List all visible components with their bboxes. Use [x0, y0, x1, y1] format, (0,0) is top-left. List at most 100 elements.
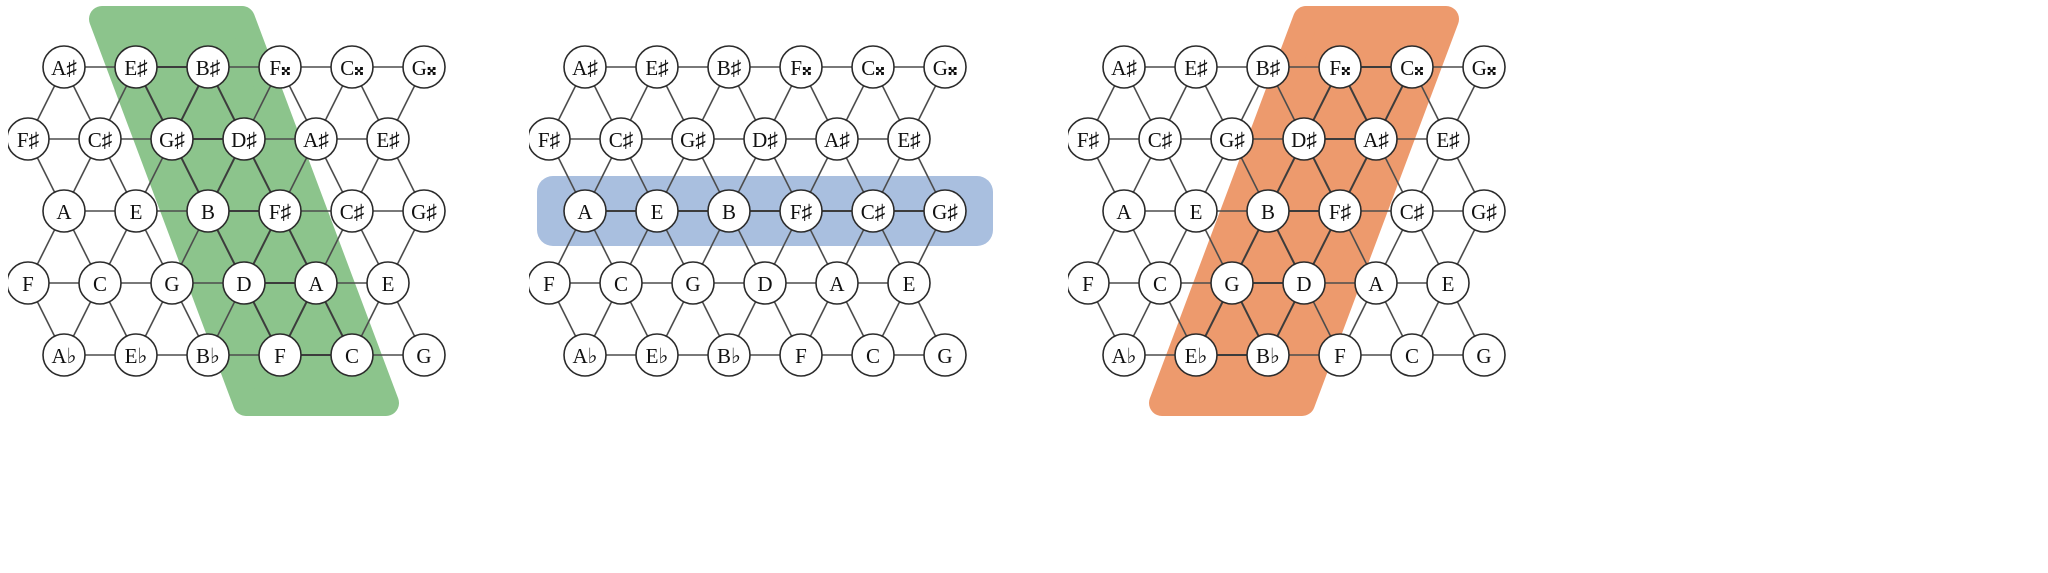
note-node[interactable]: E — [114, 189, 158, 233]
note-node[interactable]: E — [1426, 261, 1470, 305]
note-node[interactable]: D — [222, 261, 266, 305]
note-node[interactable]: B♯ — [707, 45, 751, 89]
lattice-edge — [1384, 157, 1404, 193]
note-node[interactable]: D — [1282, 261, 1326, 305]
note-node[interactable]: E♭ — [635, 333, 679, 377]
note-node[interactable]: G♯ — [150, 117, 194, 161]
note-node[interactable]: A — [563, 189, 607, 233]
note-node[interactable]: G♯ — [1462, 189, 1506, 233]
note-node[interactable]: C♯ — [78, 117, 122, 161]
note-node[interactable]: E♯ — [114, 45, 158, 89]
lattice-edge — [1312, 301, 1332, 337]
note-label: G𝄪 — [1472, 56, 1497, 80]
note-node[interactable]: C♯ — [330, 189, 374, 233]
note-node[interactable]: A — [294, 261, 338, 305]
note-node[interactable]: F𝄪 — [779, 45, 823, 89]
note-node[interactable]: A♭ — [42, 333, 86, 377]
note-node[interactable]: A♭ — [1102, 333, 1146, 377]
note-node[interactable]: C — [78, 261, 122, 305]
note-node[interactable]: E — [887, 261, 931, 305]
note-node[interactable]: G♯ — [402, 189, 446, 233]
note-node[interactable]: C — [599, 261, 643, 305]
note-node[interactable]: G — [671, 261, 715, 305]
note-node[interactable]: A — [815, 261, 859, 305]
note-node[interactable]: C♯ — [599, 117, 643, 161]
note-node[interactable]: E♯ — [1426, 117, 1470, 161]
note-node[interactable]: F — [1068, 261, 1110, 305]
note-node[interactable]: F𝄪 — [258, 45, 302, 89]
note-node[interactable]: A — [42, 189, 86, 233]
note-node[interactable]: C𝄪 — [1390, 45, 1434, 89]
note-node[interactable]: A — [1354, 261, 1398, 305]
note-node[interactable]: G — [923, 333, 967, 377]
note-node[interactable]: C♯ — [851, 189, 895, 233]
note-node[interactable]: G𝄪 — [923, 45, 967, 89]
note-node[interactable]: B — [707, 189, 751, 233]
lattice-edge — [1240, 229, 1260, 265]
note-node[interactable]: D — [743, 261, 787, 305]
note-node[interactable]: A♯ — [294, 117, 338, 161]
note-node[interactable]: G𝄪 — [402, 45, 446, 89]
note-node[interactable]: G𝄪 — [1462, 45, 1506, 89]
note-node[interactable]: F♯ — [1068, 117, 1110, 161]
note-node[interactable]: E♯ — [1174, 45, 1218, 89]
note-node[interactable]: E♯ — [887, 117, 931, 161]
note-node[interactable]: F — [779, 333, 823, 377]
note-node[interactable]: G♯ — [923, 189, 967, 233]
note-node[interactable]: F — [1318, 333, 1362, 377]
note-node[interactable]: F♯ — [779, 189, 823, 233]
note-node[interactable]: F — [8, 261, 50, 305]
note-node[interactable]: C — [330, 333, 374, 377]
note-label: F𝄪 — [790, 56, 811, 80]
note-node[interactable]: C — [851, 333, 895, 377]
note-node[interactable]: B♯ — [1246, 45, 1290, 89]
note-node[interactable]: G — [150, 261, 194, 305]
note-node[interactable]: G — [1462, 333, 1506, 377]
note-node[interactable]: C♯ — [1138, 117, 1182, 161]
note-node[interactable]: F♯ — [1318, 189, 1362, 233]
note-node[interactable]: F — [258, 333, 302, 377]
note-label: C♯ — [88, 128, 113, 152]
note-node[interactable]: E♭ — [114, 333, 158, 377]
note-node[interactable]: D♯ — [743, 117, 787, 161]
note-node[interactable]: G — [402, 333, 446, 377]
note-node[interactable]: C𝄪 — [851, 45, 895, 89]
note-node[interactable]: E♯ — [366, 117, 410, 161]
note-node[interactable]: E♭ — [1174, 333, 1218, 377]
note-node[interactable]: G — [1210, 261, 1254, 305]
note-node[interactable]: C — [1390, 333, 1434, 377]
note-node[interactable]: C𝄪 — [330, 45, 374, 89]
lattice-edge — [1204, 301, 1224, 337]
note-node[interactable]: B — [186, 189, 230, 233]
note-node[interactable]: F𝄪 — [1318, 45, 1362, 89]
note-node[interactable]: A♯ — [815, 117, 859, 161]
lattice-edge — [1456, 229, 1476, 265]
note-node[interactable]: A♯ — [42, 45, 86, 89]
note-node[interactable]: B♭ — [1246, 333, 1290, 377]
note-node[interactable]: C♯ — [1390, 189, 1434, 233]
note-node[interactable]: A♯ — [1354, 117, 1398, 161]
note-node[interactable]: B♯ — [186, 45, 230, 89]
note-node[interactable]: F♯ — [8, 117, 50, 161]
note-node[interactable]: A — [1102, 189, 1146, 233]
note-node[interactable]: E — [366, 261, 410, 305]
note-node[interactable]: E♯ — [635, 45, 679, 89]
note-node[interactable]: B — [1246, 189, 1290, 233]
note-node[interactable]: G♯ — [671, 117, 715, 161]
note-node[interactable]: B♭ — [186, 333, 230, 377]
lattice-edge — [809, 229, 829, 265]
note-node[interactable]: F — [529, 261, 571, 305]
note-node[interactable]: G♯ — [1210, 117, 1254, 161]
note-node[interactable]: F♯ — [529, 117, 571, 161]
note-node[interactable]: D♯ — [222, 117, 266, 161]
note-node[interactable]: B♭ — [707, 333, 751, 377]
note-label: F — [543, 272, 555, 296]
note-node[interactable]: E — [1174, 189, 1218, 233]
note-node[interactable]: C — [1138, 261, 1182, 305]
note-node[interactable]: F♯ — [258, 189, 302, 233]
note-node[interactable]: A♭ — [563, 333, 607, 377]
note-node[interactable]: A♯ — [1102, 45, 1146, 89]
note-node[interactable]: A♯ — [563, 45, 607, 89]
note-node[interactable]: E — [635, 189, 679, 233]
note-node[interactable]: D♯ — [1282, 117, 1326, 161]
